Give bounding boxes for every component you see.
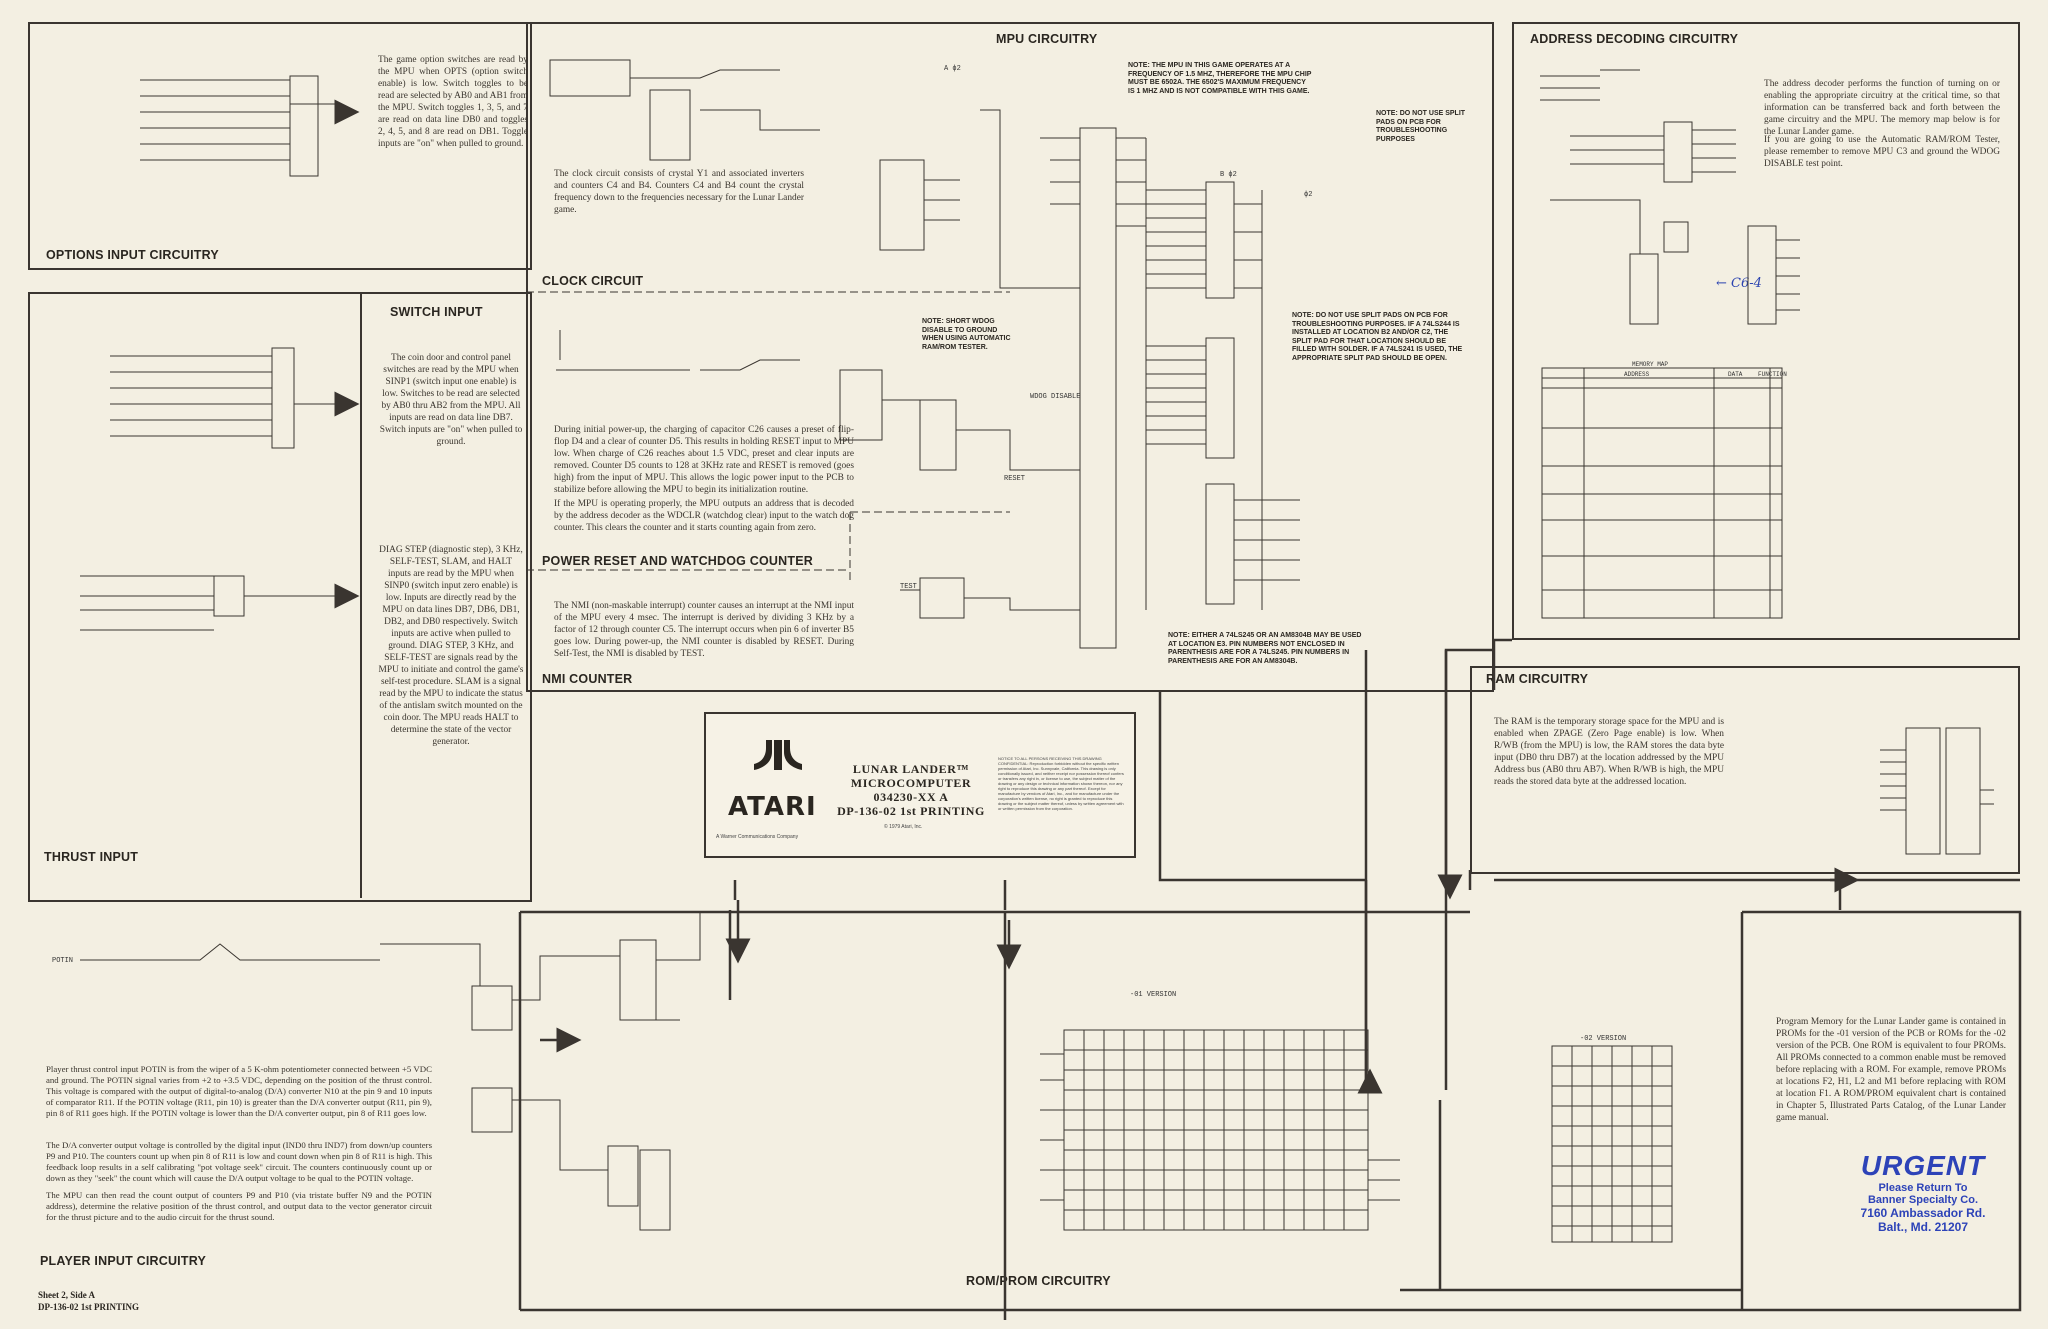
atari-logo-icon <box>754 740 802 770</box>
split-pads-note-2: NOTE: DO NOT USE SPLIT PADS ON PCB FOR T… <box>1292 312 1463 362</box>
title-block: ATARI A Warner Communications Company LU… <box>704 712 1136 858</box>
power-reset-text-1: During initial power-up, the charging of… <box>554 425 854 495</box>
confidential-notice: NOTICE TO ALL PERSONS RECEIVING THIS DRA… <box>998 756 1124 811</box>
thrust-text-2: The D/A converter output voltage is cont… <box>46 1140 432 1183</box>
thrust-text-1: Player thrust control input POTIN is fro… <box>46 1064 432 1118</box>
rom-01-version-label: -01 VERSION <box>1130 991 1176 999</box>
memory-map-title: MEMORY MAP <box>1632 361 1668 368</box>
memory-map-address-header: ADDRESS <box>1624 371 1650 378</box>
stamp-line-2: Please Return To <box>1878 1182 1968 1194</box>
stamp-urgent: URGENT <box>1860 1150 1986 1181</box>
options-text: The game option switches are read by the… <box>378 55 528 149</box>
phi2-label: ϕ2 <box>1304 191 1312 199</box>
memory-map-data-header: DATA <box>1728 371 1743 378</box>
clock-title: CLOCK CIRCUIT <box>542 274 644 288</box>
copyright: © 1979 Atari, Inc. <box>884 824 923 830</box>
address-text: The address decoder performs the functio… <box>1764 79 2000 137</box>
thrust-input-title: THRUST INPUT <box>44 850 139 864</box>
title-line-1: LUNAR LANDER™ <box>852 762 970 776</box>
switch-text-column <box>360 292 532 898</box>
title-line-4: DP-136-02 1st PRINTING <box>837 804 985 818</box>
switch1-text: The coin door and control panel switches… <box>379 353 523 447</box>
rom-02-version-label: -02 VERSION <box>1580 1035 1626 1043</box>
thrust-text-3: The MPU can then read the count output o… <box>46 1190 432 1222</box>
ram-text: The RAM is the temporary storage space f… <box>1494 717 1724 787</box>
a-phi2-label: A ϕ2 <box>944 65 961 73</box>
nmi-title: NMI COUNTER <box>542 672 633 686</box>
address-decoding-panel <box>1512 22 2020 640</box>
player-input-title: PLAYER INPUT CIRCUITRY <box>40 1254 206 1268</box>
memory-map-function-header: FUNCTION <box>1758 371 1787 378</box>
ram-title: RAM CIRCUITRY <box>1486 672 1589 686</box>
program-text: Program Memory for the Lunar Lander game… <box>1776 1017 2006 1123</box>
nmi-text: The NMI (non-maskable interrupt) counter… <box>554 601 854 659</box>
sheet-footer-1: Sheet 2, Side A <box>38 1290 96 1300</box>
am8304-note: NOTE: EITHER A 74LS245 OR AN AM8304B MAY… <box>1168 632 1362 665</box>
switch-input-panel <box>28 292 532 902</box>
wdog-disable-label: WDOG DISABLE <box>1030 393 1080 401</box>
b-phi2-label: B ϕ2 <box>1220 171 1237 179</box>
power-reset-text-2: If the MPU is operating properly, the MP… <box>554 499 854 533</box>
stamp-line-3: Banner Specialty Co. <box>1867 1194 1979 1206</box>
mpu-title: MPU CIRCUITRY <box>996 32 1098 46</box>
title-line-2: MICROCOMPUTER <box>850 776 972 790</box>
ram-panel <box>1470 666 2020 874</box>
options-input-panel <box>28 22 532 270</box>
mpu-freq-note: NOTE: THE MPU IN THIS GAME OPERATES AT A… <box>1128 62 1312 95</box>
address-text-2: If you are going to use the Automatic RA… <box>1764 135 2000 169</box>
stamp-line-5: Balt., Md. 21207 <box>1877 1220 1969 1234</box>
mpu-panel <box>526 22 1494 692</box>
reset-label: RESET <box>1004 475 1025 483</box>
romprom-title: ROM/PROM CIRCUITRY <box>966 1274 1111 1288</box>
split-pads-note-1: NOTE: DO NOT USE SPLIT PADS ON PCB FOR T… <box>1376 110 1466 143</box>
wdog-note: NOTE: SHORT WDOG DISABLE TO GROUND WHEN … <box>922 318 1011 351</box>
sheet-footer-2: DP-136-02 1st PRINTING <box>38 1302 139 1312</box>
urgent-stamp: URGENT Please Return To Banner Specialty… <box>1848 1150 1998 1260</box>
stamp-line-4: 7160 Ambassador Rd. <box>1860 1206 1986 1220</box>
warner-company: A Warner Communications Company <box>716 834 799 840</box>
title-line-3: 034230-XX A <box>873 790 949 804</box>
clock-text: The clock circuit consists of crystal Y1… <box>554 169 804 215</box>
switch-input-title: SWITCH INPUT <box>390 305 483 319</box>
options-input-title: OPTIONS INPUT CIRCUITRY <box>46 248 219 262</box>
atari-wordmark: ATARI <box>728 792 817 822</box>
power-reset-title: POWER RESET AND WATCHDOG COUNTER <box>542 554 813 568</box>
switch2-text: DIAG STEP (diagnostic step), 3 KHz, SELF… <box>378 545 524 747</box>
potin-label: POTIN <box>52 957 73 965</box>
handwritten-annotation: ← C6-4 <box>1716 276 1762 291</box>
test-label: TEST <box>900 583 917 591</box>
address-decoding-title: ADDRESS DECODING CIRCUITRY <box>1530 32 1739 46</box>
